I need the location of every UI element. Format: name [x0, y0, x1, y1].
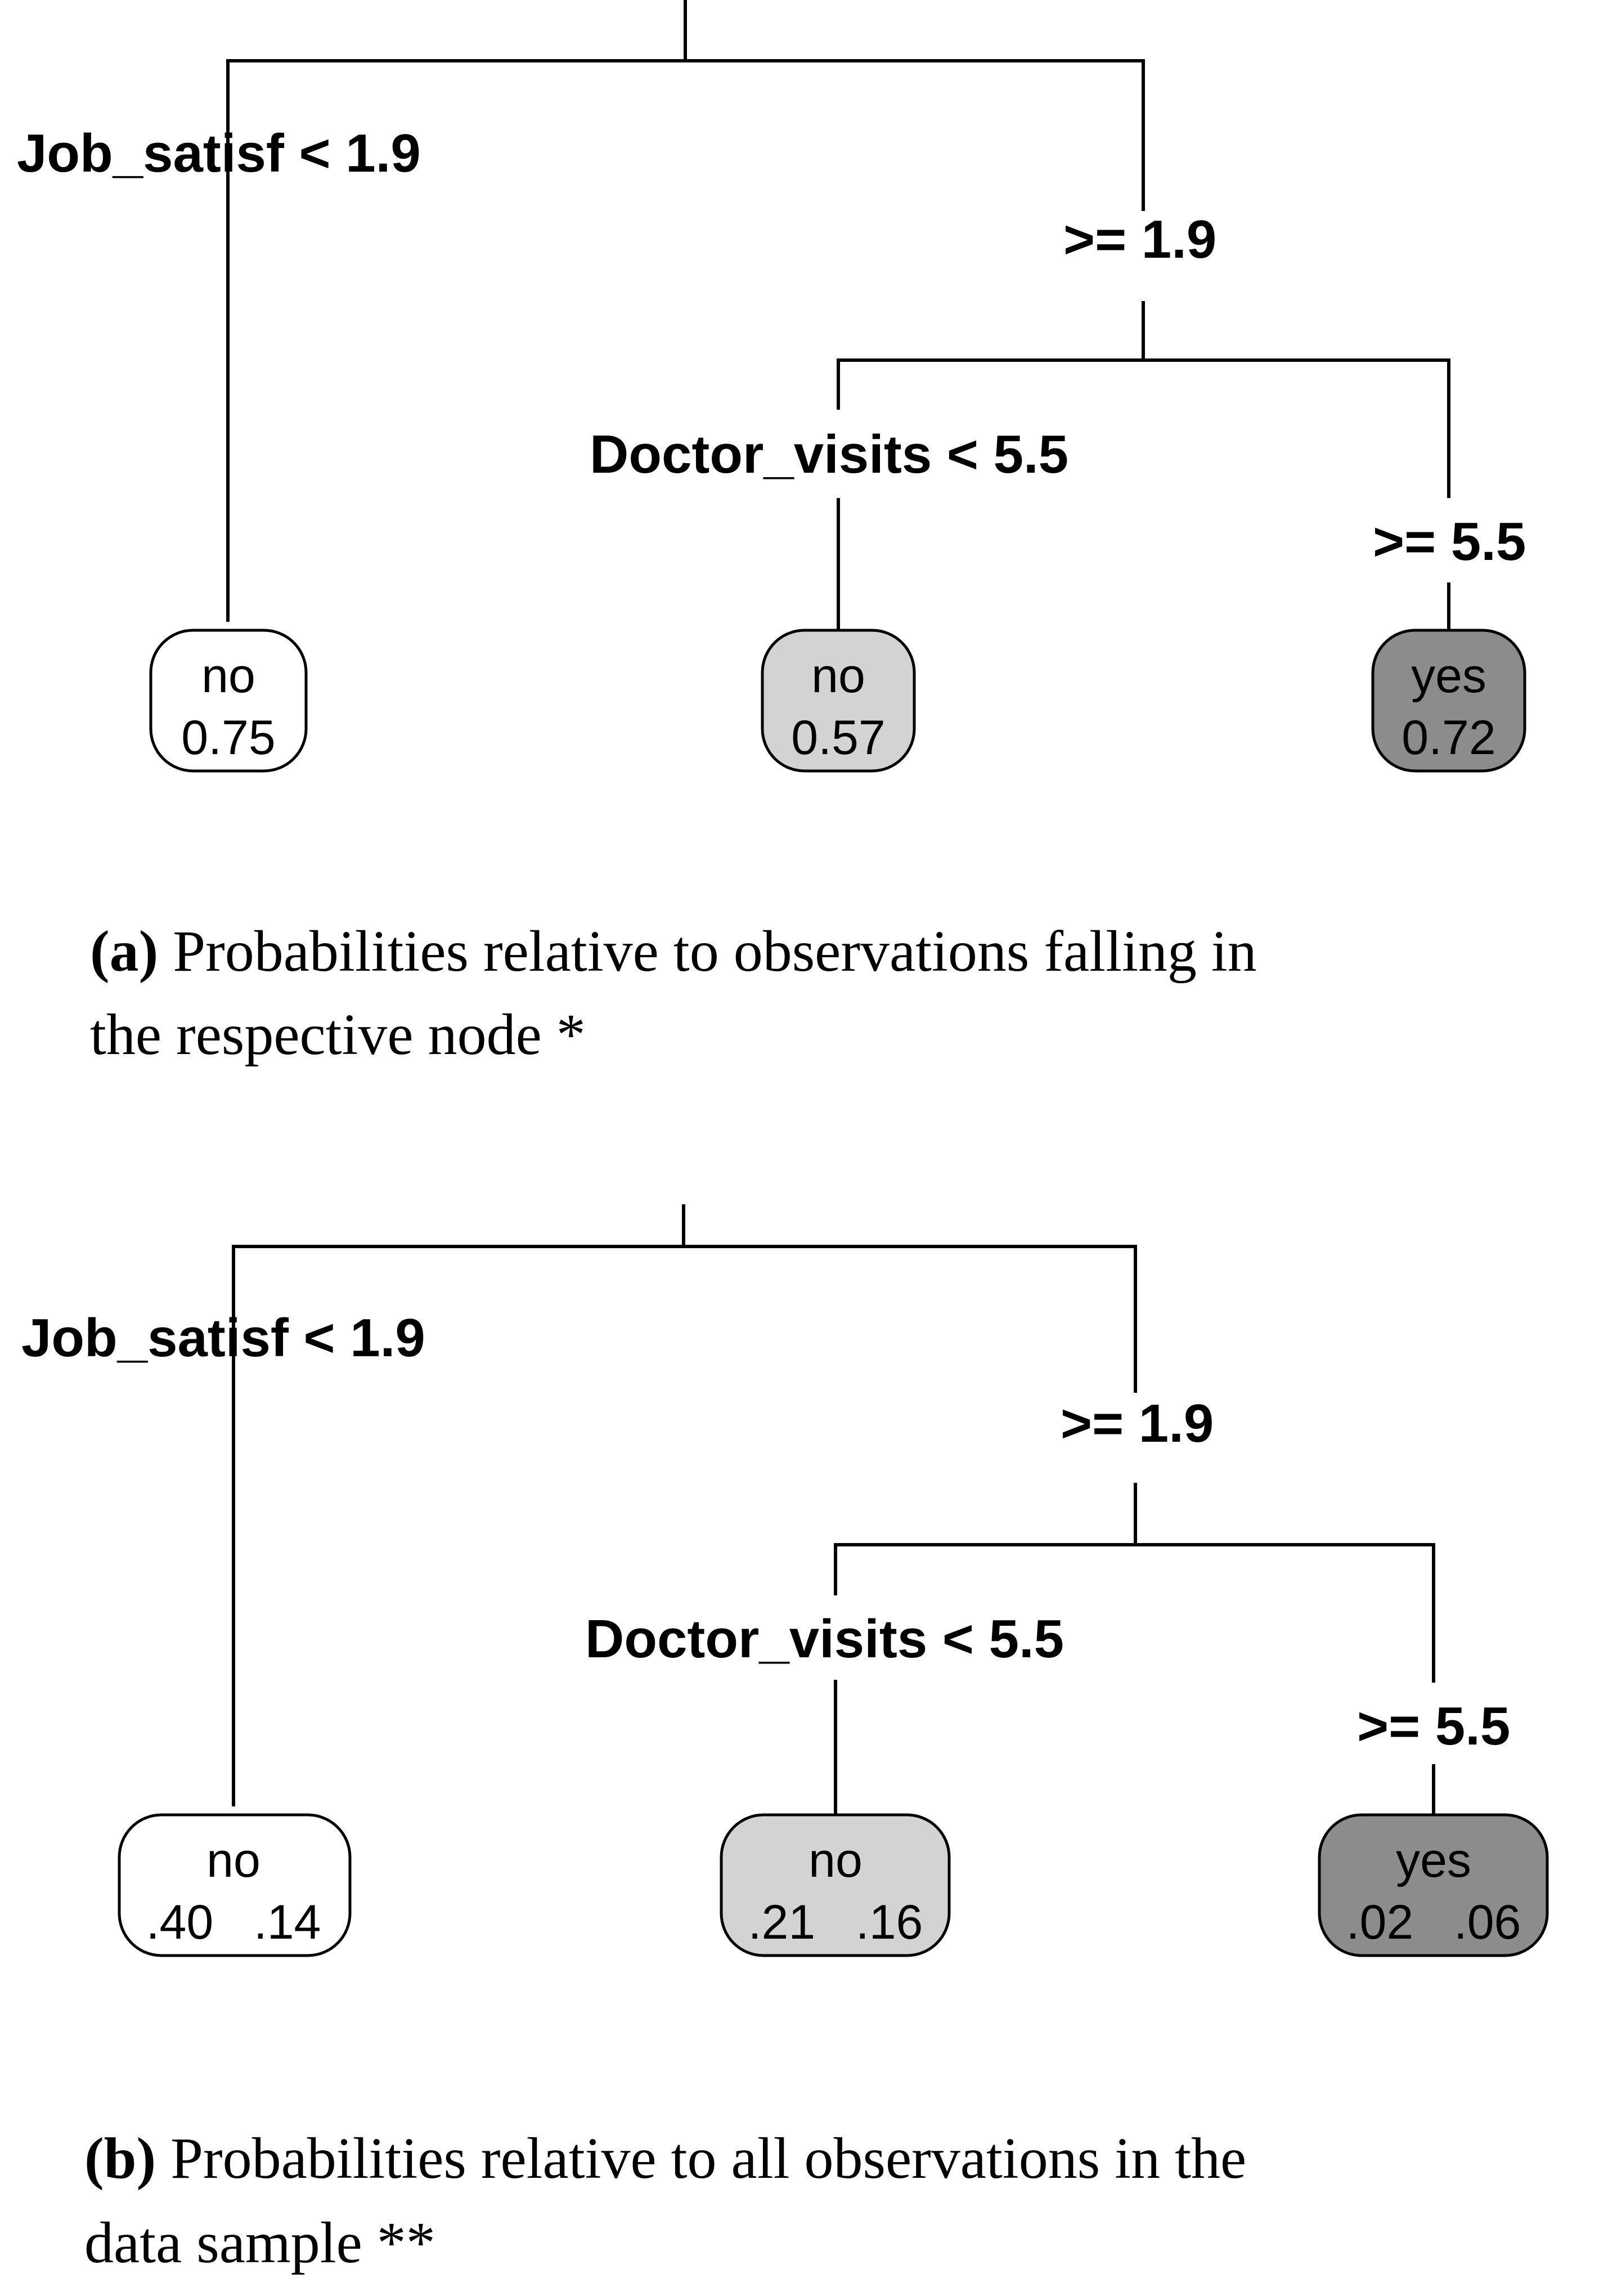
leaf-node-box — [149, 629, 308, 773]
root-split-left-label: Job_satisf < 1.9 — [21, 1308, 425, 1368]
root-split-edge — [232, 1245, 1137, 1396]
leaf-class-label: yes — [1396, 1833, 1471, 1887]
leaf-class-label: no — [809, 1833, 863, 1887]
leaf-node: no 0.75 — [149, 629, 308, 773]
caption-a-text: Probabilities relative to observations f… — [158, 919, 1257, 984]
leaf-node: yes 0.72 — [1371, 629, 1526, 773]
root-split-edge — [226, 59, 1145, 211]
leaf-node: yes .02 .06 — [1318, 1813, 1549, 1957]
caption-a-line1: (a) Probabilities relative to observatio… — [90, 919, 1257, 984]
leaf-class-label: yes — [1411, 649, 1486, 703]
caption-b-line1: (b) Probabilities relative to all observ… — [84, 2126, 1246, 2191]
leaf-node: no .21 .16 — [720, 1813, 951, 1957]
root-split-left-label: Job_satisf < 1.9 — [17, 123, 421, 183]
leaf-node-box — [761, 629, 916, 773]
leaf-node: no 0.57 — [761, 629, 916, 773]
caption-a-line2: the respective node * — [90, 1002, 586, 1067]
leaf-node-box — [720, 1813, 951, 1957]
sub-split-right-label: >= 5.5 — [1373, 512, 1526, 572]
leaf-class-label: no — [206, 1833, 260, 1887]
root-split-right-label: >= 1.9 — [1061, 1393, 1214, 1454]
leaf-probability-label: 0.72 — [1402, 711, 1495, 765]
leaf-probability-label: .21 .16 — [748, 1895, 923, 1949]
leaf-node-box — [1318, 1813, 1549, 1957]
caption-b-text: Probabilities relative to all observatio… — [156, 2126, 1246, 2191]
caption-b-tag: (b) — [84, 2126, 156, 2191]
sub-split-edge — [837, 358, 1450, 498]
sub-split-left-label: Doctor_visits < 5.5 — [590, 424, 1068, 485]
leaf-node-box — [118, 1813, 352, 1957]
leaf-node: no .40 .14 — [118, 1813, 352, 1957]
leaf-class-label: no — [811, 649, 865, 703]
leaf-probability-label: 0.75 — [181, 711, 275, 765]
leaf-node-box — [1371, 629, 1526, 773]
leaf-probability-label: .40 .14 — [146, 1895, 321, 1949]
leaf-class-label: no — [201, 649, 255, 703]
sub-split-left-label: Doctor_visits < 5.5 — [585, 1609, 1064, 1669]
caption-b-line2: data sample ** — [84, 2210, 435, 2275]
sub-split-edge — [834, 1543, 1435, 1683]
leaf-probability-label: 0.57 — [791, 711, 885, 765]
leaf-probability-label: .02 .06 — [1346, 1895, 1521, 1949]
tree-panel-a: Job_satisf < 1.9 >= 1.9 Doctor_visits < … — [17, 0, 1526, 1067]
tree-panel-b: Job_satisf < 1.9 >= 1.9 Doctor_visits < … — [21, 1204, 1549, 2275]
root-split-right-label: >= 1.9 — [1063, 209, 1216, 270]
caption-a-tag: (a) — [90, 919, 158, 984]
sub-split-right-label: >= 5.5 — [1357, 1696, 1510, 1756]
